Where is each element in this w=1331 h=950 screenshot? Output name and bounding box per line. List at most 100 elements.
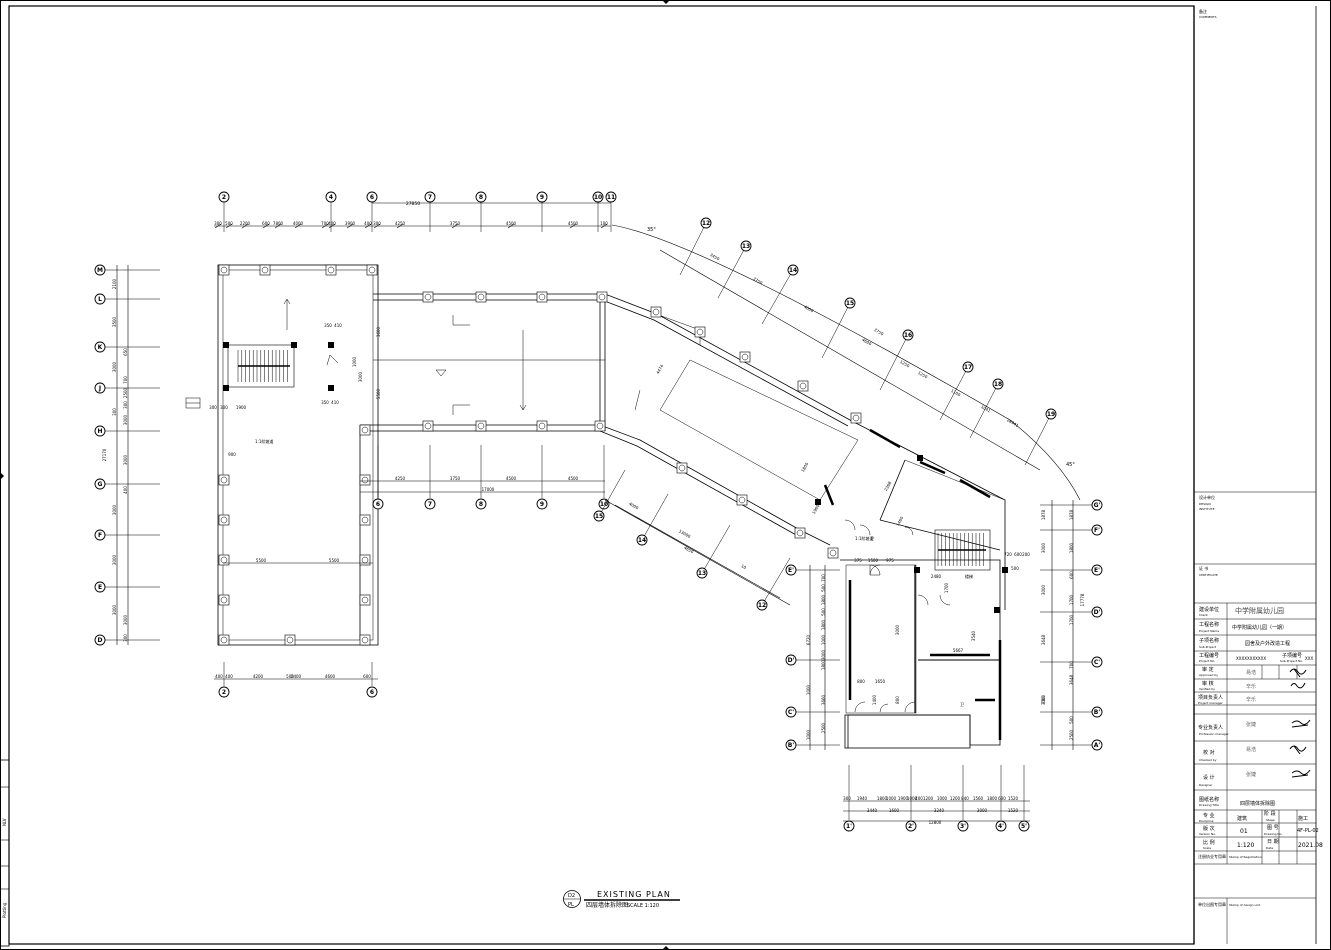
grid-label: 17 [964,364,972,371]
column [359,554,371,566]
column [218,634,230,646]
column [284,634,296,646]
dim-text: 2200 [240,221,251,226]
dim-text: 3000 [821,649,826,660]
grid-label: D' [788,657,795,664]
grid-bubble: 17 [962,361,974,373]
drawing-no-label: 图 号 [1267,825,1279,831]
dim-text: 700 [821,574,826,582]
column [359,634,371,646]
grid-label: 15 [595,513,603,520]
prof-label: 专业负责人 [1198,724,1223,731]
grid-bubble: K [94,341,106,353]
grid-label: 2 [222,689,226,696]
dim-text: 400 [915,796,923,801]
column [218,514,230,526]
grid-bubble: 8 [475,191,487,203]
design-inst-cn: 设计单位 [1199,494,1215,500]
dim-text: 300 [373,221,381,226]
dim-text: 1650 [875,679,886,684]
column [218,594,230,606]
grid-bubble: 5' [1018,820,1030,832]
cert-cn: 证 书 [1199,565,1208,571]
dim-text: 2500 [821,722,826,733]
dim-text: 1000 [806,684,811,695]
dim-text: 1900 [898,796,909,801]
structural-column [914,567,920,573]
dim-text: 1000 [907,796,918,801]
client-label-en: Client [1199,613,1209,617]
drawing-no-label-en: Drawing No. [1264,832,1282,836]
grid-label: 10 [594,194,602,201]
grid-label: 6 [370,194,374,201]
stair-west [237,350,290,382]
grid-bubble: 8 [475,498,487,510]
grid-label: D [98,637,103,644]
column [359,474,371,486]
dim-text: 7800 [273,221,284,226]
dim-text: 13000 [678,528,692,539]
dim-text: 2500 [123,387,128,398]
dim-text: 300 [843,796,851,801]
dim-text: 3500 [112,316,117,327]
dim-text: 100 [600,221,608,226]
dim-text: 400 [215,674,223,679]
grid-label: 19 [1047,411,1055,418]
grid-bubble: H [94,425,106,437]
dim-text: 600 [262,221,270,226]
column [259,264,271,276]
dim-text: 840 [961,796,969,801]
prof-label-en: Profession manager [1199,732,1230,736]
subproject-value: 园舍及户外改造工程 [1245,640,1290,647]
grid-bubble: 15 [844,297,856,309]
columns [218,264,1008,646]
version-label-en: Version No. [1199,832,1216,836]
grid-bubble: 13 [740,240,752,252]
grid-bubble: 16 [902,329,914,341]
survey-marker [185,397,201,409]
grid-bubble: 19 [1045,408,1057,420]
dim-text: 500 [1011,566,1019,571]
grid-label: C' [1094,659,1100,666]
doors [326,354,951,713]
dim-text: 4250 [395,221,406,226]
grid-label: G' [1094,502,1101,509]
project-no-value: XXXXXXXXXXX [1236,656,1266,661]
dim-text: 1041 [980,404,992,414]
dim-text: 3000 [112,361,117,372]
prof-name: 张婕 [1246,721,1256,728]
version-value: 01 [1240,828,1248,835]
grid-bubble: 10 [592,191,604,203]
column [739,351,751,363]
grid-right: G'F'E'D'C'B'A' [1040,499,1103,751]
approved-label-en: Approved by [1199,673,1218,677]
grid-bubble: 3' [957,820,969,832]
dim-text: 3750 [752,276,764,286]
dim-text: 700 [321,221,329,226]
column [850,412,862,424]
angle-label: 45° [1066,462,1075,468]
demolition-walls [823,428,1002,740]
pm-name: 辛乐 [1246,696,1256,703]
structural-column [815,499,821,505]
dim-text: 800 [857,679,865,684]
dim-text: 27850 [406,201,420,207]
dim-text: 300 [209,405,217,410]
subproject-label: 子项名称 [1199,637,1219,644]
grid-label: 8 [479,194,483,201]
dim-text: 3000 [895,624,900,635]
dim-text: 350 [321,400,329,405]
dim-text: 650 [123,348,128,356]
grid-bubble: 6 [366,686,378,698]
dim-text: 1700 [1069,614,1074,625]
grid-bubble: D' [1091,606,1103,618]
dim-text: 1000 [806,729,811,740]
discipline-label-en: Discipline [1199,819,1214,823]
plan-code-top: D2 [568,893,575,899]
